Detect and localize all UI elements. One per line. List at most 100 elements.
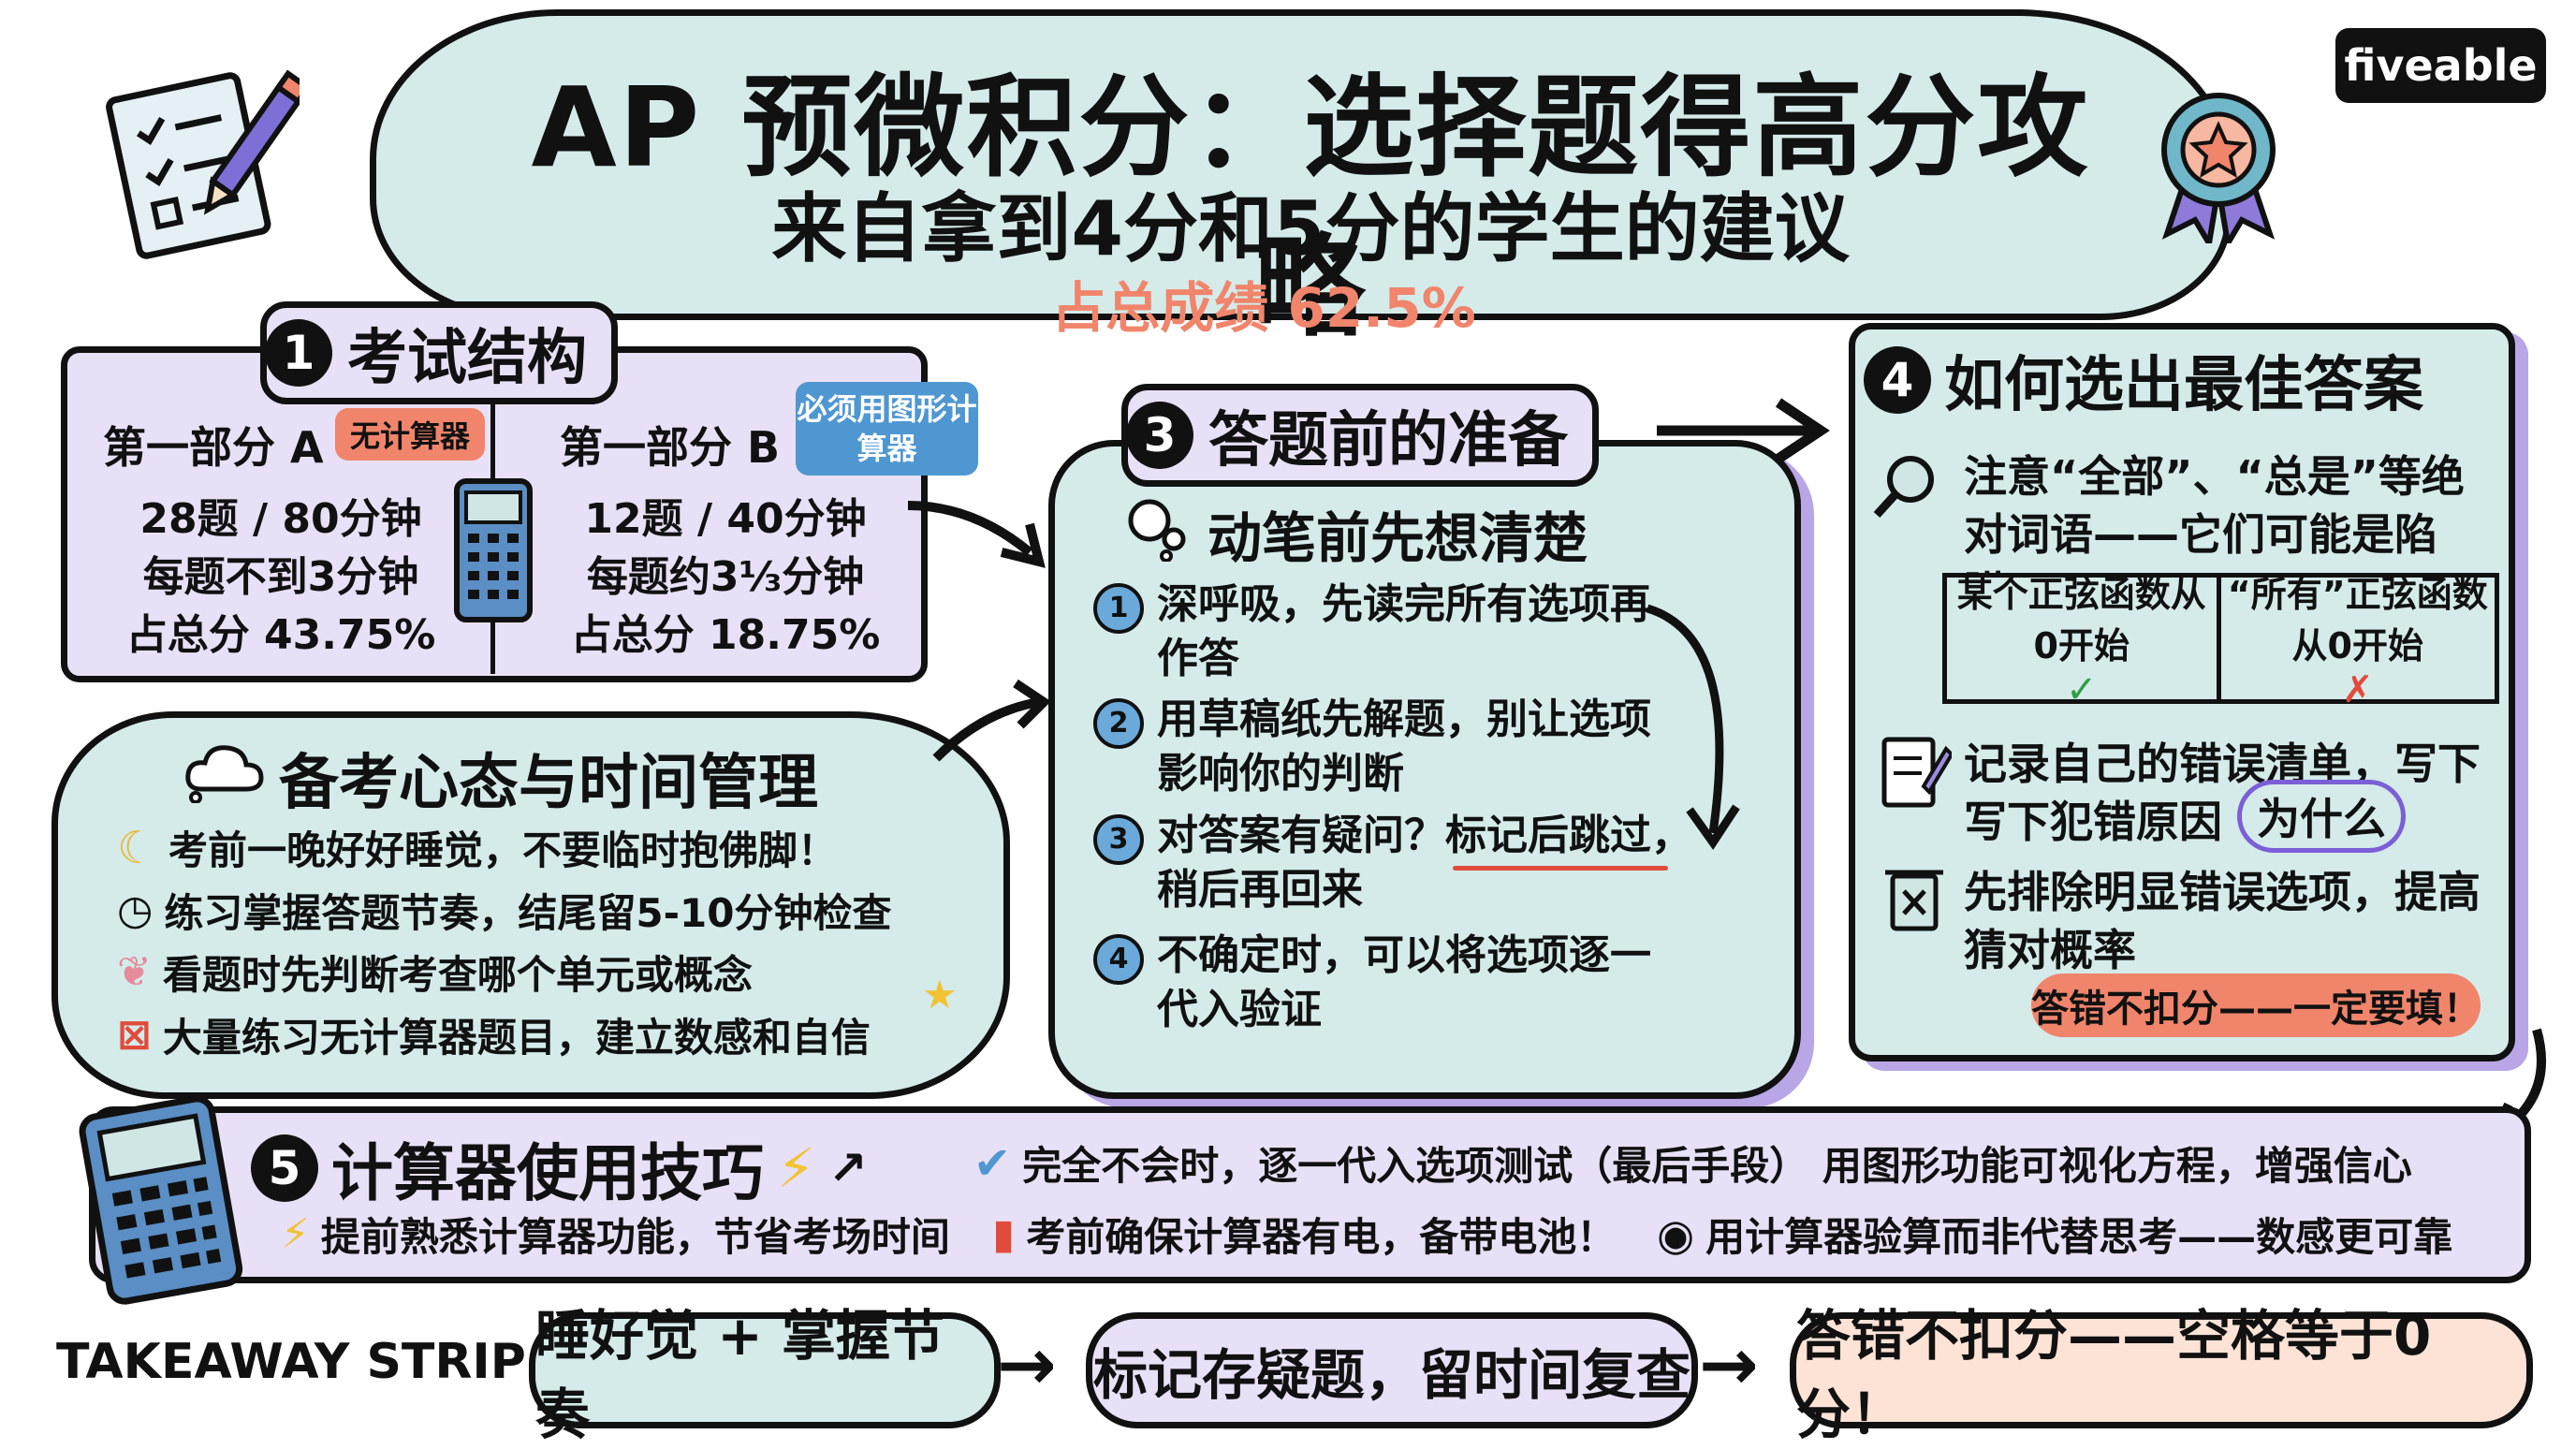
calculator-icon — [454, 478, 533, 622]
trend-chart-icon: ↗ — [827, 1141, 868, 1195]
calc-tip-1: ✔ 完全不会时，逐一代入选项测试（最后手段） 用图形功能可视化方程，增强信心 — [973, 1134, 2412, 1192]
brand-name: fiveable — [2344, 40, 2538, 91]
error-log-tip-line1: 记录自己的错误清单，写下 — [1964, 739, 2481, 789]
curved-arrow — [1646, 604, 1740, 850]
takeaway-label: TAKEAWAY STRIP — [56, 1334, 526, 1390]
mindset-text: 考前一晚好好睡觉，不要临时抱佛脚！ — [168, 827, 838, 873]
section3-badge: 3 答题前的准备 — [1121, 384, 1599, 487]
step-text: 对答案有疑问？标记后跳过，稍后再回来 — [1157, 812, 1692, 914]
eliminate-tip: 先排除明显错误选项，提高猜对概率 — [1964, 867, 2481, 975]
section4-header: 4 如何选出最佳答案 — [1864, 337, 2423, 423]
calc-tip-3: ▮ 考前确保计算器有电，备带电池！ — [992, 1206, 1616, 1263]
cross-icon: ✗ — [2341, 668, 2374, 711]
mindset-item-unit: ❦ 看题时先判断考查哪个单元或概念 — [117, 944, 753, 1001]
checklist-icon — [106, 69, 300, 259]
section3-title: 答题前的准备 — [1208, 406, 1568, 476]
part-b-label: 第一部分 B — [560, 422, 781, 473]
moon-icon: ☾ — [117, 821, 158, 874]
step-text: 不确定时，可以将选项逐一代入验证 — [1157, 931, 1651, 1033]
takeaway-pill-3: 答错不扣分——空格等于0分！ — [1790, 1304, 2533, 1446]
magnifier-icon — [1873, 456, 1934, 519]
page-subtitle: 来自拿到4分和5分的学生的建议 — [771, 185, 1850, 272]
step-number: 1 — [1093, 583, 1144, 634]
step-text: 深呼吸，先读完所有选项再作答 — [1157, 580, 1651, 682]
section3-subhead: 动笔前先想清楚 — [1208, 506, 1588, 570]
mindset-text: 大量练习无计算器题目，建立数感和自信 — [162, 1015, 871, 1061]
comparison-table: 某个正弦函数从0开始 ✓ “所有”正弦函数从0开始 ✗ — [1942, 573, 2499, 711]
takeaway-pill-2: 标记存疑题，留时间复查 — [1086, 1312, 1698, 1428]
calc-tip-text: 考前确保计算器有电，备带电池！ — [1026, 1214, 1617, 1260]
takeaway-arrow-1: → — [997, 1323, 1057, 1406]
mindset-text: 练习掌握答题节奏，结尾留5-10分钟检查 — [164, 890, 892, 936]
star-icon: ★ — [922, 972, 958, 1017]
clock-icon: ◷ — [117, 886, 154, 934]
trash-icon — [1885, 870, 1943, 931]
no-penalty-banner: 答错不扣分——一定要填！ — [2031, 973, 2481, 1037]
lightning-icon: ⚡ — [281, 1210, 310, 1258]
calc-tip-2: ⚡ 提前熟悉计算器功能，节省考场时间 — [281, 1206, 950, 1263]
notebook-pencil-icon — [1881, 737, 1952, 808]
section4-title: 如何选出最佳答案 — [1944, 351, 2423, 420]
arrow-s3-to-s4 — [1657, 398, 1830, 463]
part-a-tag: 无计算器 — [335, 408, 485, 461]
arrow-s1-to-s3 — [907, 501, 1046, 568]
arrow-s2-to-s3 — [932, 679, 1051, 762]
section5-header: 5 计算器使用技巧 ⚡ ↗ — [251, 1123, 868, 1213]
table-left-text: 某个正弦函数从0开始 — [1956, 574, 2206, 666]
check-icon: ✓ — [2065, 668, 2098, 711]
page-title: AP 预微积分：选择题得高分攻略 — [531, 63, 2090, 352]
table-cell-left: 某个正弦函数从0开始 ✓ — [1947, 574, 2221, 711]
table-cell-right: “所有”正弦函数从0开始 ✗ — [2221, 574, 2496, 711]
badge-ribbon-icon — [2161, 93, 2276, 243]
section2-title: 备考心态与时间管理 — [279, 749, 818, 818]
prep-step-3: 3 对答案有疑问？标记后跳过，稍后再回来 — [1093, 809, 1692, 917]
part-b-tag: 必须用图形计算器 — [796, 382, 978, 476]
section1-badge: 1 考试结构 — [260, 301, 618, 404]
score-weight: 占总成绩 62.5% — [1051, 276, 1476, 340]
error-log-tip-line2: 写下犯错原因 — [1964, 797, 2222, 847]
step-number: 2 — [1093, 698, 1144, 749]
brain-icon: ❦ — [117, 948, 152, 996]
mindset-item-sleep: ☾ 考前一晚好好睡觉，不要临时抱佛脚！ — [117, 819, 837, 876]
red-underline — [1453, 866, 1668, 871]
mindset-item-nocalc: ⊠ 大量练习无计算器题目，建立数感和自信 — [117, 1006, 871, 1063]
section5-title: 计算器使用技巧 — [331, 1137, 764, 1209]
brand-logo: fiveable — [2335, 28, 2546, 103]
section1-title: 考试结构 — [347, 324, 587, 393]
section3-number: 3 — [1126, 402, 1193, 469]
battery-icon: ▮ — [992, 1210, 1016, 1258]
takeaway-arrow-2: → — [1699, 1323, 1759, 1406]
prep-step-1: 1 深呼吸，先读完所有选项再作答 — [1093, 578, 1674, 686]
part-a-questions: 28题 / 80分钟 — [139, 495, 422, 543]
step-number: 4 — [1093, 934, 1144, 985]
section1-number: 1 — [265, 319, 332, 387]
calc-tip-text: 完全不会时，逐一代入选项测试（最后手段） 用图形功能可视化方程，增强信心 — [1022, 1143, 2412, 1189]
takeaway-pill-1: 睡好觉 + 掌握节奏 — [529, 1304, 1001, 1446]
step-number: 3 — [1093, 814, 1144, 865]
part-a-pace: 每题不到3分钟 — [142, 553, 419, 601]
why-text: 为什么 — [2257, 794, 2386, 844]
calc-tip-text: 提前熟悉计算器功能，节省考场时间 — [320, 1214, 950, 1260]
section4-number: 4 — [1864, 346, 1931, 414]
section5-number: 5 — [251, 1134, 318, 1202]
think-bubbles-icon — [1128, 499, 1186, 562]
calc-tip-4: ◉ 用计算器验算而非代替思考——数感更可靠 — [1657, 1206, 2452, 1263]
eye-icon: ◉ — [1657, 1208, 1695, 1260]
calc-tip-text: 用计算器验算而非代替思考——数感更可靠 — [1705, 1214, 2453, 1260]
prep-step-2: 2 用草稿纸先解题，别让选项影响你的判断 — [1093, 693, 1674, 801]
title-cloud — [370, 9, 2232, 320]
checkmark-icon: ✔ — [973, 1136, 1012, 1190]
mindset-text: 看题时先判断考查哪个单元或概念 — [162, 952, 753, 998]
part-a-weight: 占总分 43.75% — [125, 611, 436, 659]
table-right-text: “所有”正弦函数从0开始 — [2227, 574, 2488, 666]
thought-cloud-icon — [185, 745, 264, 803]
lightning-icon: ⚡ — [777, 1136, 815, 1200]
calculator-large-icon — [79, 1095, 243, 1305]
prep-step-4: 4 不确定时，可以将选项逐一代入验证 — [1093, 929, 1674, 1037]
mindset-item-pace: ◷ 练习掌握答题节奏，结尾留5-10分钟检查 — [117, 882, 892, 939]
step-text: 用草稿纸先解题，别让选项影响你的判断 — [1157, 695, 1651, 798]
part-b-weight: 占总分 18.75% — [570, 611, 881, 659]
part-b-pace: 每题约3⅓分钟 — [586, 553, 865, 601]
no-calculator-icon: ⊠ — [117, 1011, 152, 1059]
part-b-questions: 12题 / 40分钟 — [584, 495, 867, 543]
